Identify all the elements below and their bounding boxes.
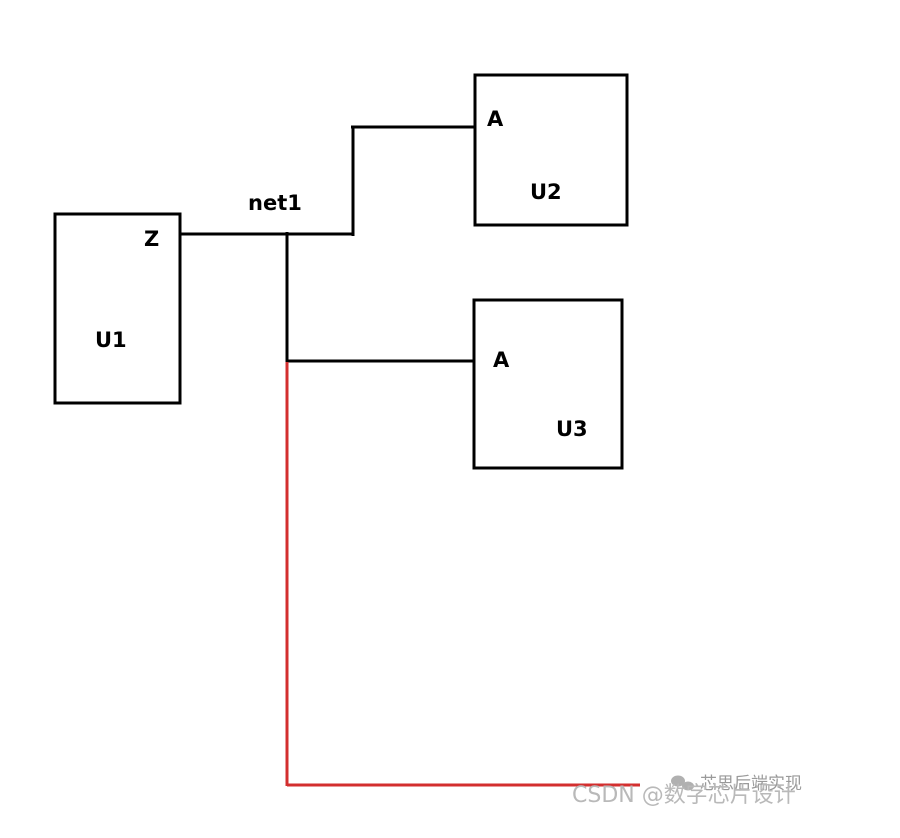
block-u3 xyxy=(472,298,624,470)
u3-pin-a-label: A xyxy=(493,348,510,372)
watermark-secondary: 芯思后端实现 xyxy=(700,774,802,794)
watermark-main: CSDN @数字芯片设计 xyxy=(572,783,796,808)
watermark: 芯思后端实现 CSDN @数字芯片设计 xyxy=(572,774,802,808)
u1-pin-z-label: Z xyxy=(144,227,159,251)
net1-wires xyxy=(180,125,475,363)
u2-name-label: U2 xyxy=(530,180,562,204)
wechat-icon xyxy=(671,775,694,791)
highlight-wire xyxy=(285,362,640,787)
u2-pin-a-label: A xyxy=(487,107,504,131)
net1-label: net1 xyxy=(248,191,302,215)
block-u1 xyxy=(53,212,182,405)
block-u2 xyxy=(473,73,629,227)
u3-name-label: U3 xyxy=(556,417,588,441)
u1-name-label: U1 xyxy=(95,328,127,352)
